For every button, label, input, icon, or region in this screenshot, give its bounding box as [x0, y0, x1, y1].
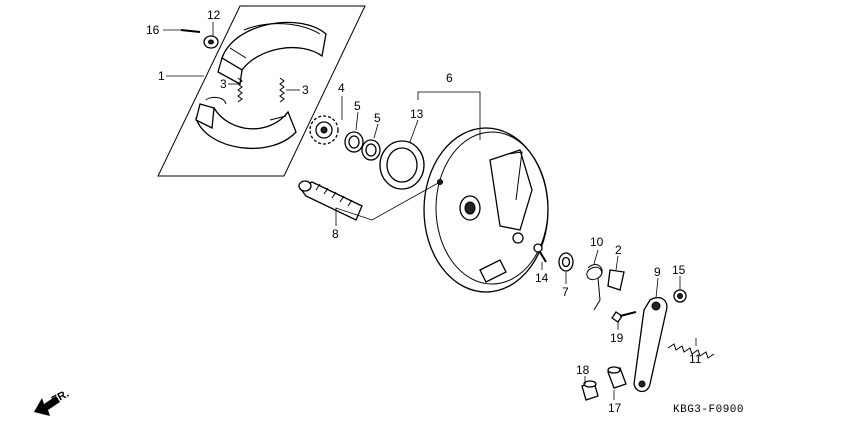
part-label-15: 15: [672, 263, 686, 277]
joint-17: [607, 366, 627, 389]
part-label-8: 8: [332, 227, 339, 241]
spring-11: [667, 343, 715, 359]
part-label-2: 2: [615, 243, 622, 257]
part-label-6: 6: [446, 71, 453, 85]
spring-right: [279, 77, 285, 103]
part-label-1: 1: [158, 69, 165, 83]
part-label-7: 7: [562, 285, 569, 299]
part-label-18: 18: [576, 363, 590, 377]
nut-15: [673, 289, 687, 303]
part-label-5a: 5: [354, 99, 361, 113]
return-spring-10: [586, 264, 603, 311]
direction-label: FR.: [50, 388, 71, 407]
brake-shoe-lower: [195, 96, 297, 150]
bolt-14: [533, 243, 547, 263]
brake-panel-6: [423, 127, 549, 293]
part-label-9: 9: [654, 265, 661, 279]
washer-7: [558, 252, 574, 272]
part-label-16: 16: [146, 23, 160, 37]
part-label-17: 17: [608, 401, 622, 415]
seal-5a: [344, 131, 364, 153]
brake-shoe-upper: [217, 21, 327, 86]
part-label-4: 4: [338, 81, 345, 95]
brake-shoe-assembly-frame: [157, 5, 366, 177]
gear-4: [309, 115, 339, 145]
pin-18: [581, 380, 599, 401]
part-label-5b: 5: [374, 111, 381, 125]
front-direction-arrow-icon: [34, 396, 60, 416]
part-label-3-left: 3: [220, 77, 227, 91]
part-label-3-right: 3: [302, 83, 309, 97]
pin-16: [180, 29, 201, 33]
brake-arm-9: [633, 297, 668, 393]
part-label-14: 14: [535, 271, 549, 285]
seal-ring-13: [379, 140, 425, 190]
spring-left: [237, 77, 243, 103]
diagram-code: KBG3-F0900: [673, 404, 744, 416]
seal-5b: [361, 139, 381, 161]
camshaft-8: [298, 180, 363, 221]
part-label-13: 13: [410, 107, 424, 121]
part-label-11: 11: [689, 352, 702, 366]
washer-12: [203, 35, 219, 49]
part-label-19: 19: [610, 331, 624, 345]
part-label-12: 12: [207, 8, 221, 22]
bolt-19: [611, 311, 637, 323]
indicator-plate-2: [607, 269, 625, 291]
leader-lines: [163, 22, 697, 400]
part-label-10: 10: [590, 235, 604, 249]
